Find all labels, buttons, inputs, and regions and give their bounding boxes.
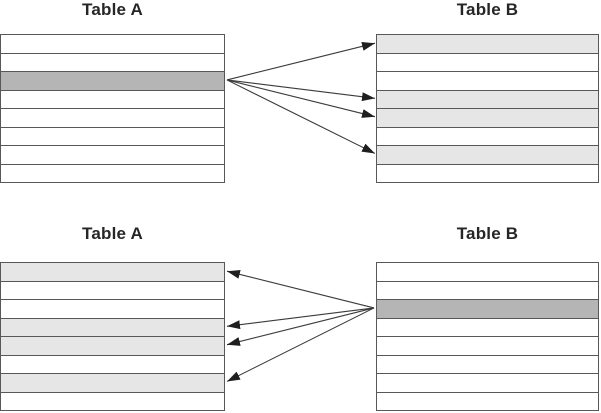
relationship-arrow — [226, 307, 375, 346]
table-row — [1, 391, 224, 410]
relationship-arrow — [226, 41, 376, 81]
table-row — [1, 89, 224, 108]
table-b-bottom-title: Table B — [456, 224, 519, 243]
highlighted-row — [377, 299, 598, 318]
table-b-bottom — [376, 262, 599, 411]
related-row — [377, 35, 598, 53]
table-row — [377, 373, 598, 392]
related-row — [1, 263, 224, 281]
table-row — [1, 163, 224, 182]
relationship-arrow — [226, 269, 375, 309]
related-row — [1, 317, 224, 336]
table-b-top — [376, 34, 599, 183]
related-row — [377, 89, 598, 108]
relationship-arrow — [226, 79, 376, 118]
relationship-arrow — [226, 307, 375, 330]
table-row — [377, 391, 598, 410]
table-row — [377, 163, 598, 182]
table-a-bottom-title: Table A — [82, 224, 143, 243]
table-row — [377, 263, 598, 281]
related-row — [377, 145, 598, 164]
table-row — [377, 336, 598, 355]
table-a-bottom — [0, 262, 225, 411]
table-row — [1, 354, 224, 373]
table-row — [1, 145, 224, 164]
table-row — [377, 52, 598, 71]
related-row — [377, 108, 598, 127]
related-row — [1, 373, 224, 392]
table-row — [1, 108, 224, 127]
table-row — [1, 52, 224, 71]
table-b-top-title: Table B — [456, 0, 519, 19]
table-row — [377, 354, 598, 373]
table-row — [377, 126, 598, 145]
table-row — [1, 35, 224, 53]
table-a-top-title: Table A — [82, 0, 143, 19]
table-row — [377, 317, 598, 336]
related-row — [1, 336, 224, 355]
relationship-arrow — [226, 79, 376, 154]
table-row — [1, 299, 224, 318]
relationship-arrow — [226, 79, 376, 102]
table-row — [377, 71, 598, 90]
table-row — [1, 126, 224, 145]
relationship-arrow — [226, 307, 375, 382]
table-row — [1, 280, 224, 299]
table-a-top — [0, 34, 225, 183]
highlighted-row — [1, 71, 224, 90]
table-row — [377, 280, 598, 299]
